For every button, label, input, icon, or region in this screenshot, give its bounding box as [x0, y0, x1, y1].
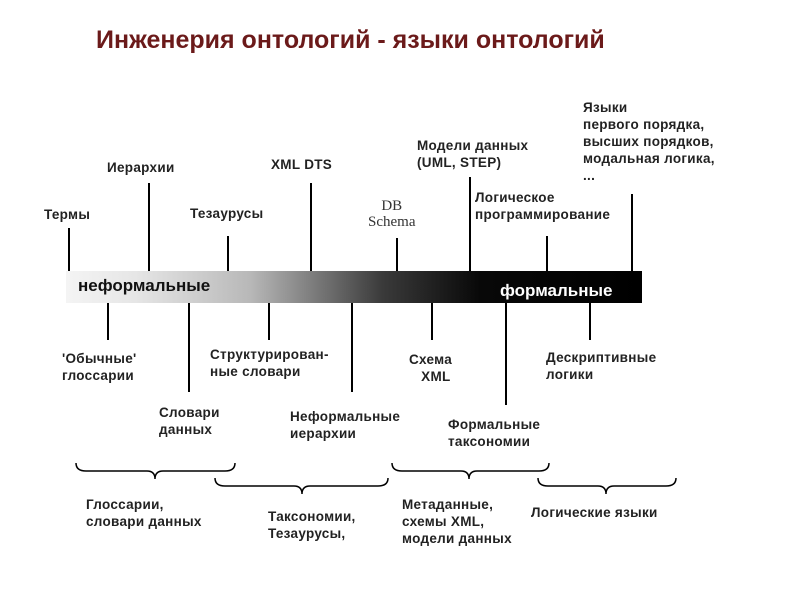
label-hierarchies: Иерархии — [107, 160, 175, 175]
label-ordinary-glossaries: 'Обычные' глоссарии — [62, 351, 137, 383]
label-higher-order-languages: Языки первого порядка, высших порядков, … — [583, 100, 715, 183]
label-logic-programming: Логическое программирование — [475, 190, 611, 222]
brace-glossaries — [75, 462, 236, 480]
group-glossaries-dictionaries: Глоссарии, словари данных — [86, 497, 202, 529]
group-taxonomies-thesauri: Таксономии, Тезаурусы, — [268, 509, 356, 541]
brace-metadata — [391, 462, 550, 480]
spectrum-bar — [66, 271, 642, 303]
label-thesauri: Тезаурусы — [190, 206, 264, 221]
label-structured-dictionaries: Структурирован- ные словари — [210, 347, 329, 379]
label-data-dictionaries: Словари данных — [159, 405, 220, 437]
brace-logical-languages — [537, 477, 677, 495]
brace-taxonomies — [214, 477, 389, 495]
formal-label: формальные — [500, 281, 613, 300]
label-informal-hierarchies: Неформальные иерархии — [290, 409, 401, 441]
group-metadata-schemas: Метаданные, схемы XML, модели данных — [402, 497, 512, 546]
group-logical-languages: Логические языки — [531, 505, 658, 520]
label-terms: Термы — [44, 207, 91, 222]
label-descriptive-logics: Дескриптивные логики — [546, 350, 657, 382]
label-data-models: Модели данных (UML, STEP) — [417, 138, 529, 170]
label-xml-schema: Схема XML — [409, 352, 453, 384]
page-title: Инженерия онтологий - языки онтологий — [96, 26, 605, 54]
label-xml-dts: XML DTS — [271, 157, 333, 172]
label-formal-taxonomies: Формальные таксономии — [448, 417, 541, 449]
label-db-schema: DB Schema — [368, 198, 416, 230]
informal-label: неформальные — [78, 276, 211, 295]
